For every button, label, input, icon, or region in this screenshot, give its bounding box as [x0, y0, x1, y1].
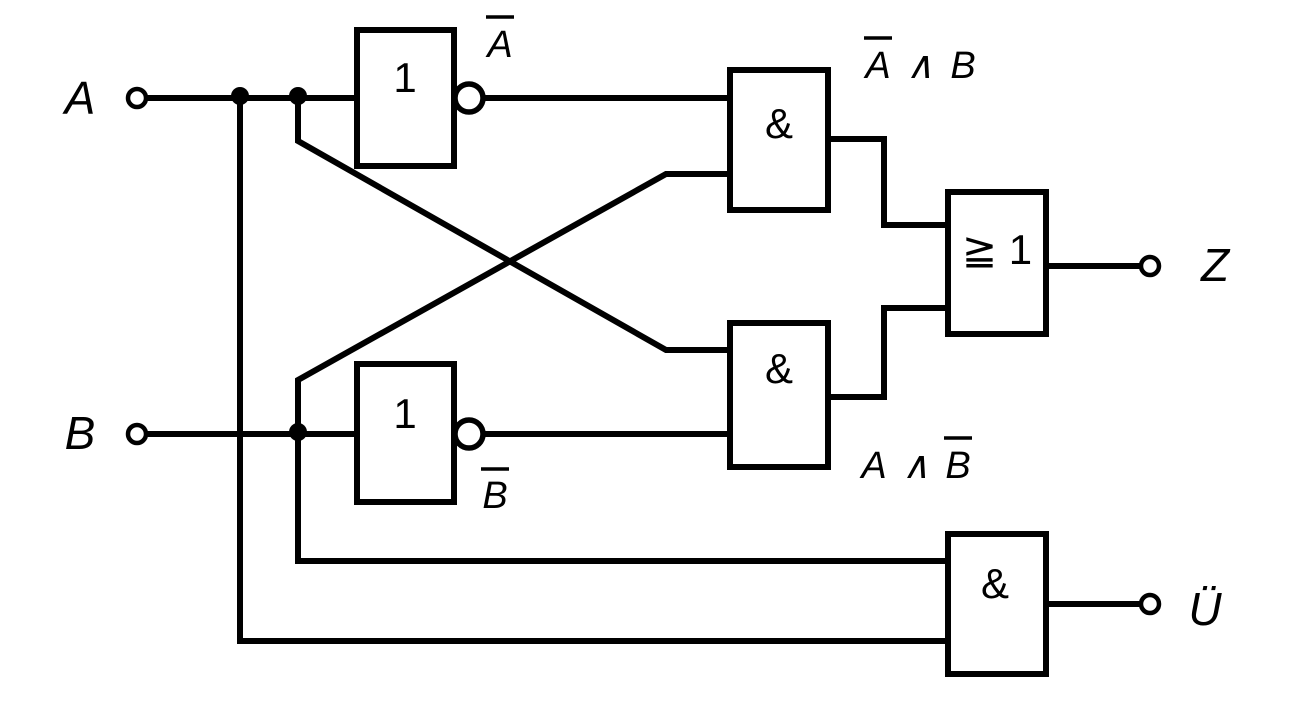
wire-b-to-and-bottom	[295, 431, 951, 564]
input-label-a: A	[62, 72, 96, 124]
gate-and-mid	[727, 320, 831, 470]
and-top-symbol: &	[765, 100, 793, 147]
gate-or	[945, 189, 1049, 337]
wire-a-to-and-bottom	[237, 95, 951, 644]
or-symbol: ≧ 1	[962, 226, 1032, 273]
and-top-expr-op: ∧	[906, 45, 934, 87]
terminal-u[interactable]	[1138, 592, 1162, 616]
terminal-a[interactable]	[125, 86, 149, 110]
not-b-bubble	[452, 417, 486, 451]
and-mid-symbol: &	[765, 345, 793, 392]
output-label-u: Ü	[1188, 583, 1222, 635]
and-mid-expression: A ∧ B	[859, 436, 972, 487]
not-b-symbol: 1	[393, 390, 416, 437]
and-top-expr-b: B	[950, 45, 975, 87]
and-top-expr-a: A	[863, 45, 890, 87]
gate-and-top	[727, 67, 831, 213]
and-bottom-symbol: &	[981, 560, 1009, 607]
and-mid-expr-op: ∧	[902, 445, 930, 487]
gate-and-bottom	[945, 531, 1049, 677]
and-top-expression: A ∧ B	[863, 36, 976, 87]
gate-not-a	[354, 27, 457, 169]
output-label-z: Z	[1200, 239, 1231, 291]
not-a-symbol: 1	[393, 54, 416, 101]
junction-dot-a2	[289, 87, 307, 105]
junction-dot-b	[289, 423, 307, 441]
wires	[143, 95, 1143, 644]
not-a-output-label: A	[485, 24, 512, 66]
terminal-b[interactable]	[125, 422, 149, 446]
gate-not-b	[354, 361, 457, 505]
not-a-bubble	[452, 81, 486, 115]
and-mid-expr-b: B	[945, 445, 970, 487]
junction-dot-a1	[231, 87, 249, 105]
wire-cross-b-to-and-top	[295, 171, 733, 437]
terminal-z[interactable]	[1138, 254, 1162, 278]
wire-cross-a-to-and-mid	[295, 95, 733, 353]
wire-and-mid-to-or	[825, 305, 951, 400]
and-mid-expr-a: A	[859, 445, 886, 487]
not-b-output-label: B	[482, 475, 507, 517]
wire-and-top-to-or	[825, 136, 951, 228]
input-label-b: B	[65, 407, 96, 459]
